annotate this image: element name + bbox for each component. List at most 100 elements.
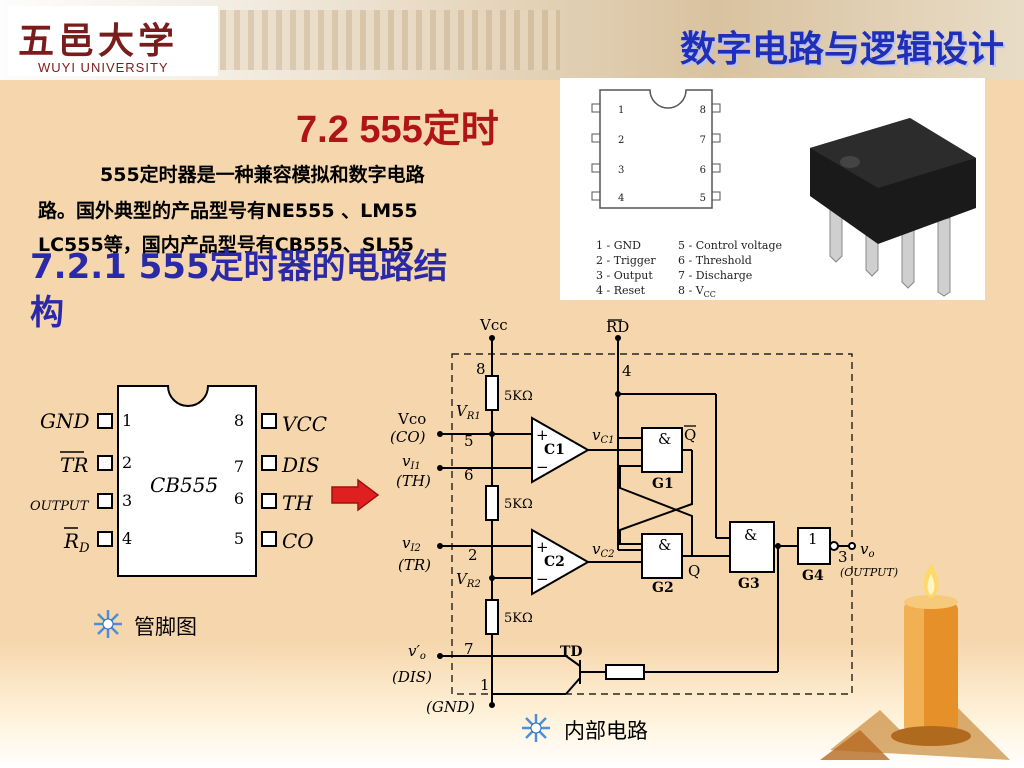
pinout-image: 1 2 3 4 8 7 6 5 1 - GND 2 - Trigger 3 - … <box>560 78 790 300</box>
c2-label: C2 <box>544 554 565 570</box>
photo-pin-4: 4 <box>618 193 624 204</box>
pin-5-label: 5 <box>464 432 474 450</box>
photo-pin-8: 8 <box>700 105 706 116</box>
subtitle-line-1: 7.2.1 555定时器的电路结 <box>30 247 448 287</box>
rd-label: RD <box>606 318 629 336</box>
legend-threshold: 6 - Threshold <box>678 254 752 267</box>
vi1-label: vI1 <box>402 452 421 472</box>
label-tr: TR <box>60 453 88 477</box>
pin-7-label: 7 <box>464 640 474 658</box>
vo-prime-label: v′o <box>408 642 426 662</box>
slide-title: 7.2 555定时 <box>296 109 499 151</box>
g3-label: G3 <box>738 576 760 592</box>
chip-pin-1: 1 <box>122 411 132 430</box>
resistor-3-label: 5KΩ <box>504 611 533 626</box>
chip-pin-4: 4 <box>122 529 132 548</box>
star-bullet-icon <box>94 610 122 638</box>
legend-trigger: 2 - Trigger <box>596 254 656 267</box>
c1-plus: + <box>536 426 549 444</box>
arrow-right-icon <box>331 478 380 512</box>
vi2-label: vI2 <box>402 534 421 554</box>
section-subtitle: 7.2.1 555定时器的电路结 构 <box>30 244 448 336</box>
star-bullet-icon <box>522 714 550 742</box>
internal-circuit-diagram: Vcc RD 8 4 5 6 2 7 1 3 5KΩ 5KΩ 5KΩ VR1 V… <box>390 316 898 716</box>
legend-output: 3 - Output <box>596 269 653 282</box>
logo-chinese: 五邑大学 <box>18 20 179 62</box>
g3-and: & <box>744 526 757 544</box>
vc2-label: vC2 <box>592 540 615 560</box>
chip-pin-8: 8 <box>234 411 244 430</box>
course-title: 数字电路与逻辑设计 <box>679 29 1004 70</box>
legend-control: 5 - Control voltage <box>678 239 782 252</box>
vcc-label: Vcc <box>479 316 508 334</box>
campus-building-image <box>220 10 560 70</box>
photo-pin-3: 3 <box>618 165 624 176</box>
photo-pin-1: 1 <box>618 105 624 116</box>
paragraph-line-2: 路。国外典型的产品型号有NE555 、LM55 <box>38 200 418 222</box>
vr1-label: VR1 <box>456 402 481 422</box>
logo-english: WUYI UNIVERSITY <box>38 60 169 75</box>
chip-pin-2: 2 <box>122 453 132 472</box>
g1-and: & <box>658 430 671 448</box>
pin-8-label: 8 <box>476 360 486 378</box>
vco-label: Vco <box>397 410 426 428</box>
pin-6-label: 6 <box>464 466 474 484</box>
legend-vcc: 8 - VCC <box>678 284 716 299</box>
resistor-2-label: 5KΩ <box>504 497 533 512</box>
label-dis: DIS <box>281 453 320 477</box>
g2-label: G2 <box>652 580 674 596</box>
chip-pin-3: 3 <box>122 491 132 510</box>
output-label: (OUTPUT) <box>840 566 898 579</box>
gnd-label: (GND) <box>426 698 475 716</box>
vo-label: vo <box>860 540 875 560</box>
legend-reset: 4 - Reset <box>596 284 646 297</box>
td-label: TD <box>560 644 583 660</box>
c1-minus: − <box>536 458 549 476</box>
resistor-1-label: 5KΩ <box>504 389 533 404</box>
photo-pin-6: 6 <box>700 165 706 176</box>
dis-label: (DIS) <box>392 668 432 686</box>
chip-photo <box>790 78 985 300</box>
pin-1-label: 1 <box>480 676 490 694</box>
qbar-label: Q <box>684 426 696 444</box>
c2-minus: − <box>536 570 549 588</box>
chip-name: CB555 <box>150 473 218 497</box>
pin-4-label: 4 <box>622 362 632 380</box>
paragraph-line-1: 555定时器是一种兼容模拟和数字电路 <box>100 164 425 186</box>
chip-pin-6: 6 <box>234 489 244 508</box>
label-rd: RD <box>63 529 90 556</box>
q-label: Q <box>688 562 700 580</box>
candle-decoration <box>820 564 1010 760</box>
label-gnd: GND <box>40 409 90 433</box>
photo-pin-2: 2 <box>618 135 624 146</box>
subtitle-line-2: 构 <box>30 293 64 333</box>
th-label: (TH) <box>396 472 431 490</box>
cb555-pin-diagram: GND TR OUTPUT RD VCC DIS TH CO 1 2 3 4 8… <box>30 385 327 577</box>
g1-label: G1 <box>652 476 674 492</box>
label-vcc: VCC <box>282 412 327 436</box>
g4-label: G4 <box>802 568 824 584</box>
legend-gnd: 1 - GND <box>596 239 641 252</box>
c2-plus: + <box>536 538 549 556</box>
header-banner: 五邑大学 WUYI UNIVERSITY 数字电路与逻辑设计 <box>0 0 1024 80</box>
label-output: OUTPUT <box>30 499 90 514</box>
g2-and: & <box>658 536 671 554</box>
pin-3-label: 3 <box>838 548 848 566</box>
internal-circuit-caption: 内部电路 <box>564 719 648 743</box>
g4-one: 1 <box>808 530 818 548</box>
vr2-label: VR2 <box>456 570 481 590</box>
legend-discharge: 7 - Discharge <box>678 269 752 282</box>
label-co: CO <box>282 529 314 553</box>
pin-diagram-caption: 管脚图 <box>134 615 197 639</box>
label-th: TH <box>282 491 313 515</box>
university-logo: 五邑大学 WUYI UNIVERSITY <box>8 6 218 76</box>
co-label: (CO) <box>390 428 426 446</box>
pin-2-label: 2 <box>468 546 478 564</box>
vc1-label: vC1 <box>592 426 615 446</box>
photo-pin-5: 5 <box>700 193 706 204</box>
paragraph-line-3: LC555等，国内产品型号有CB555、SL55 <box>38 234 415 256</box>
chip-pin-7: 7 <box>234 457 244 476</box>
photo-pin-7: 7 <box>700 135 706 146</box>
tr-label: (TR) <box>398 556 431 574</box>
c1-label: C1 <box>544 442 565 458</box>
